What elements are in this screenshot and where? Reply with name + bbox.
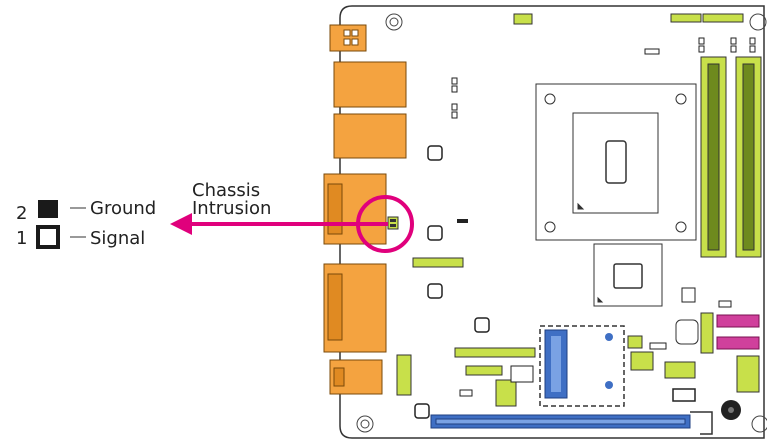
mid-headers xyxy=(396,257,760,407)
dimm-slots xyxy=(700,56,762,258)
small-components xyxy=(414,145,490,419)
mounting-holes xyxy=(356,13,767,433)
chipset xyxy=(593,243,663,307)
chassis-intrusion-header xyxy=(387,216,399,230)
misc-headers xyxy=(459,287,732,402)
callout-arrow xyxy=(170,213,388,235)
pin-header-icon xyxy=(36,200,60,249)
power-connector xyxy=(329,24,367,52)
rear-io-connectors xyxy=(323,24,407,395)
pin2-number: 2 xyxy=(16,203,27,224)
mini-pcie-area xyxy=(539,325,625,407)
pin1-number: 1 xyxy=(16,228,27,249)
battery xyxy=(721,400,741,420)
rear-port-1 xyxy=(333,61,407,108)
pin2-label: Ground xyxy=(90,198,156,219)
pcie-slot xyxy=(430,411,713,435)
cpu-socket xyxy=(535,83,697,241)
pin1-label: Signal xyxy=(90,228,145,249)
sata-connectors xyxy=(716,314,760,350)
callout-title-line1: Chassis xyxy=(192,180,260,201)
tiny-headers xyxy=(451,37,756,119)
buzzer xyxy=(675,319,699,345)
black-jumper xyxy=(457,219,468,223)
callout-title-line2: Intrusion xyxy=(192,198,271,219)
green-headers-top xyxy=(513,13,744,25)
rear-port-2 xyxy=(333,113,407,159)
